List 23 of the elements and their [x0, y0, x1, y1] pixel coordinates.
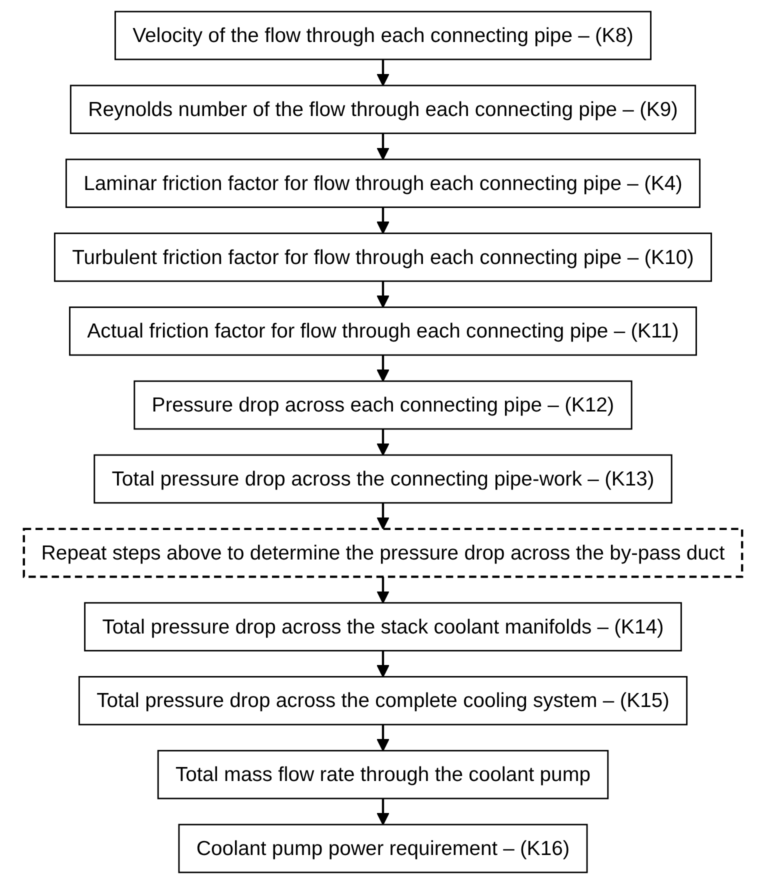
process-box: Pressure drop across each connecting pipe – (K12): [134, 380, 632, 430]
arrow: [376, 207, 390, 234]
arrow: [376, 798, 390, 826]
arrow: [376, 502, 390, 530]
process-box: Repeat steps above to determine the pressure drop across the by-pass duct: [22, 528, 744, 578]
arrow: [376, 650, 390, 678]
process-box: Coolant pump power requirement – (K16): [178, 824, 588, 874]
process-box: Total mass flow rate through the coolant pump: [157, 750, 609, 800]
process-box: Total pressure drop across the stack coolant manifolds – (K14): [84, 602, 682, 652]
arrow: [376, 724, 390, 752]
process-box: Total pressure drop across the connecting pipe-work – (K13): [94, 454, 672, 504]
arrow: [376, 133, 390, 160]
arrow: [376, 428, 390, 456]
arrow: [376, 281, 390, 308]
process-box: Total pressure drop across the complete cooling system – (K15): [78, 676, 688, 726]
arrow: [376, 59, 390, 86]
process-box: Actual friction factor for flow through each connecting pipe – (K11): [69, 306, 697, 356]
process-box: Velocity of the flow through each connecting pipe – (K8): [114, 10, 652, 60]
process-box: Laminar friction factor for flow through each connecting pipe – (K4): [65, 158, 701, 208]
process-box: Turbulent friction factor for flow through each connecting pipe – (K10): [54, 232, 712, 282]
arrow: [376, 576, 390, 604]
arrow: [376, 355, 390, 382]
process-box: Reynolds number of the flow through each connecting pipe – (K9): [70, 84, 696, 134]
